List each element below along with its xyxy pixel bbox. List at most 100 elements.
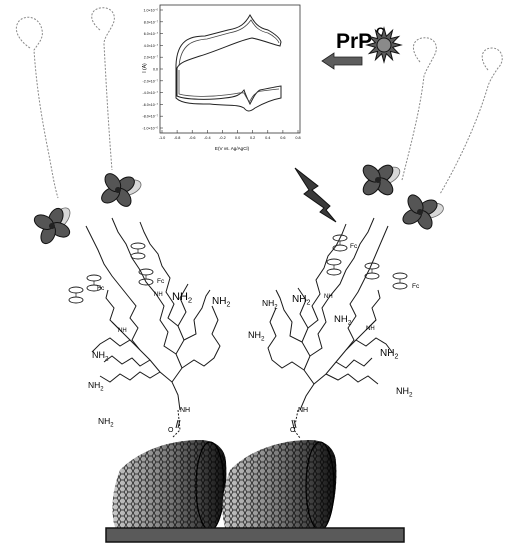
carbon-nanotube-right	[222, 440, 337, 531]
aptamer-strand-4	[439, 47, 503, 195]
dendron-branch	[103, 355, 151, 367]
aptamer-strands	[15, 7, 503, 199]
aptamer-strand-1	[15, 16, 59, 199]
ferrocene-label: Fc	[97, 285, 105, 292]
nanotube-lattice	[222, 440, 337, 530]
inset-y-tick-label: -6.0×10⁻⁷	[143, 103, 159, 107]
amine-group-label: NH2	[292, 294, 310, 307]
amine-group-label: NH2	[92, 350, 109, 363]
carbonyl-oxygen-label: O	[290, 427, 296, 434]
amine-group-label: NH2	[380, 348, 398, 361]
dendron-branch	[139, 221, 179, 327]
dendron-branch	[335, 357, 373, 369]
inset-y-tick-label: 1.0×10⁻⁶	[144, 9, 159, 13]
dendrimer-left	[85, 217, 221, 439]
inset-y-tick-label: -1.0×10⁻⁶	[142, 127, 158, 131]
inset-y-tick-label: 6.0×10⁻⁷	[144, 32, 159, 36]
inset-y-tick-label: 4.0×10⁻⁷	[144, 44, 159, 48]
prpc-superscript: C	[376, 25, 385, 39]
amine-group-label: NH2	[248, 330, 265, 343]
ferrocene-icon	[332, 234, 348, 252]
cv-curve-outer	[175, 13, 282, 112]
prpc-core-icon	[376, 37, 392, 53]
dendrimer-right	[267, 217, 393, 439]
protein-clover-icon	[362, 164, 401, 196]
inset-x-tick-label: 0.4	[265, 136, 270, 140]
inset-y-ticks: 1.0×10⁻⁶ 8.0×10⁻⁷ 6.0×10⁻⁷ 4.0×10⁻⁷ 2.0×10⁻⁷…	[142, 9, 163, 131]
inset-y-tick-label: -4.0×10⁻⁷	[143, 91, 159, 95]
dendron-branch	[183, 289, 211, 341]
inset-x-tick-label: -0.4	[204, 136, 211, 140]
ferrocene-label: Fc	[157, 278, 165, 285]
protein-clover-icon	[402, 194, 444, 230]
ferrocene-icon	[326, 258, 342, 276]
inset-x-tick-label: 0.8	[295, 136, 300, 140]
amine-group-label: NH2	[172, 291, 192, 305]
dendron-branch	[275, 289, 303, 343]
ferrocene-icon	[138, 268, 154, 286]
dendron-branch	[345, 225, 389, 351]
inset-x-tick-label: 0.2	[250, 136, 255, 140]
inset-x-tick-label: -0.6	[189, 136, 196, 140]
inset-x-tick-label: -1.0	[159, 136, 166, 140]
inset-x-tick-label: 0.6	[280, 136, 285, 140]
ferrocene-icon	[130, 242, 146, 260]
aptamer-strand-3	[401, 37, 437, 181]
amine-group-label: NH2	[334, 314, 352, 327]
dendron-branch	[111, 321, 181, 411]
inset-y-tick-label: 8.0×10⁻⁷	[144, 20, 159, 24]
amide-nh-label: NH	[180, 407, 190, 414]
protein-clover-icon	[33, 207, 71, 245]
prpc-indicator: PrP C	[321, 25, 403, 70]
inset-x-tick-label: 0.0	[235, 136, 240, 140]
electrode-substrate	[105, 527, 405, 543]
inset-y-tick-label: -8.0×10⁻⁷	[143, 115, 159, 119]
amine-group-label: NH2	[212, 296, 230, 309]
arrow-left-icon	[321, 52, 363, 70]
prpc-label: PrP	[336, 30, 372, 53]
nanotube-lattice	[112, 440, 227, 530]
inset-y-axis-label: I (A)	[142, 63, 148, 73]
dendron-branch	[91, 337, 131, 353]
amine-group-label: NH2	[88, 380, 104, 393]
inset-y-tick-label: -2.0×10⁻⁷	[143, 79, 159, 83]
carbonyl-oxygen-label: O	[168, 427, 174, 434]
protein-clover-icon	[101, 173, 142, 207]
ferrocene-icon	[392, 272, 408, 290]
inset-x-axis-label: E(V vs. Ag/AgCl)	[215, 146, 250, 151]
dendron-branch	[325, 373, 379, 385]
dendron-branch	[181, 305, 221, 369]
dendron-branch	[111, 217, 177, 355]
inset-plot-frame	[159, 4, 301, 134]
inset-y-tick-label: 2.0×10⁻⁷	[144, 56, 159, 60]
amine-group-label: NH2	[396, 386, 413, 399]
amide-nh-label: NH	[154, 292, 163, 298]
dendron-branch	[171, 283, 189, 383]
cyclic-voltammogram-inset: 1.0×10⁻⁶ 8.0×10⁻⁷ 6.0×10⁻⁷ 4.0×10⁻⁷ 2.0×10⁻⁷…	[142, 4, 301, 151]
lightning-bolt-icon	[294, 167, 337, 223]
ferrocene-label: Fc	[412, 283, 420, 290]
bound-proteins	[33, 164, 444, 245]
dendron-branch	[309, 217, 375, 357]
amine-group-label: NH2	[98, 416, 114, 429]
dendron-branch	[307, 223, 347, 329]
ferrocene-icon	[364, 262, 380, 280]
dendron-branch	[267, 307, 305, 371]
dendron-branch	[105, 289, 121, 331]
ferrocene-icon	[86, 274, 102, 292]
amide-nh-label: NH	[324, 294, 333, 300]
dendron-branch	[297, 287, 315, 385]
dendron-branch	[355, 337, 393, 353]
inset-y-tick-label: 0.0	[153, 68, 158, 72]
carbon-nanotube-left	[112, 440, 227, 531]
dendron-branch	[85, 225, 141, 351]
inset-x-tick-label: -0.8	[174, 136, 181, 140]
aptamer-strand-2	[91, 7, 115, 171]
dendron-branch	[365, 289, 381, 331]
amide-nh-label: NH	[298, 407, 308, 414]
amide-nh-label: NH	[366, 326, 375, 332]
